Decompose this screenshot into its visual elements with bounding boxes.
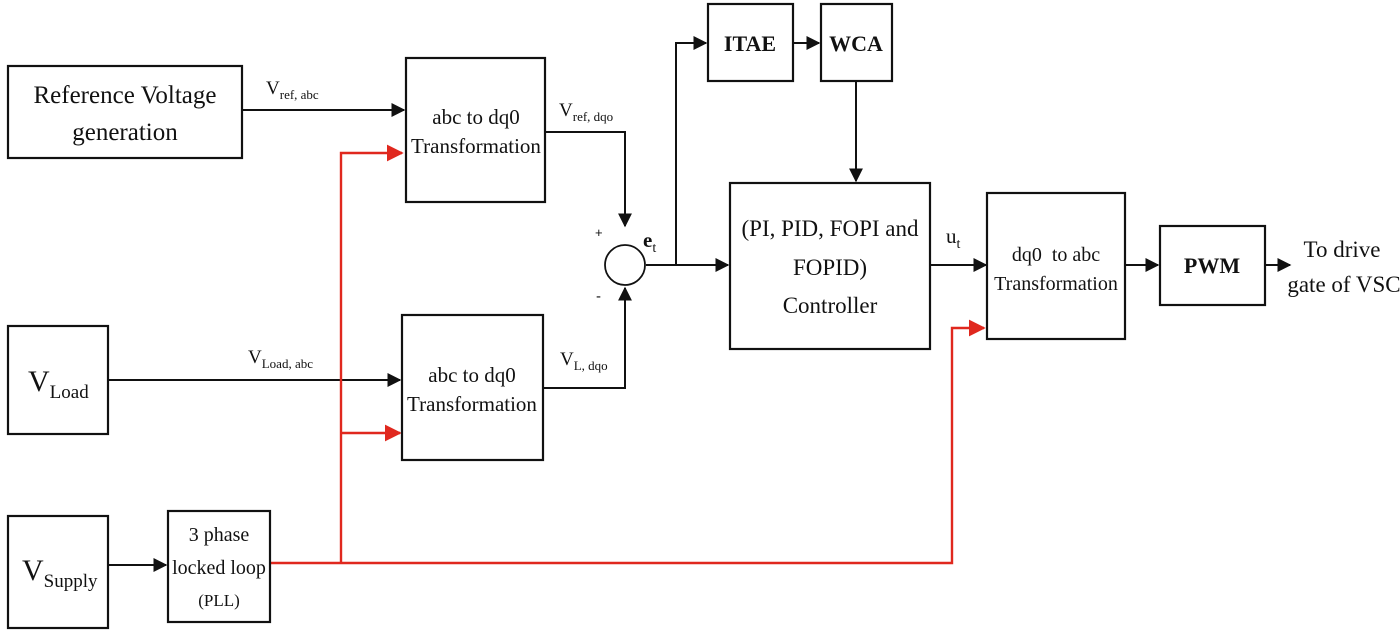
signal-wires (108, 36, 1292, 572)
reference-voltage-block: Reference Voltage generation (6, 64, 244, 160)
pwm-block: PWM (1158, 224, 1267, 307)
dq0-abc-label-line2: Transformation (994, 273, 1118, 295)
output-text: To drive gate of VSC (1287, 237, 1400, 297)
dq0-abc-label-line1: dq0 to abc (1012, 244, 1100, 266)
wire-pll-to-dq0abc (270, 319, 986, 565)
wire-pll-trunk (339, 144, 404, 563)
wire-error-to-itae (675, 36, 708, 265)
summing-junction: + - (595, 225, 646, 305)
controller-block: (PI, PID, FOPI and FOPID) Controller (728, 181, 932, 351)
v-load-block: VLoad (6, 324, 110, 436)
abc-dq0-ref-label-line2: Transformation (411, 134, 541, 158)
v-load-label: VLoad (28, 365, 89, 403)
pll-phase-wires (270, 144, 986, 565)
vl-dqo-subscript: L, dqo (574, 358, 608, 373)
v-supply-label: VSupply (22, 554, 98, 592)
error-signal-label: et (643, 228, 656, 256)
wire-vref-dqo (545, 131, 632, 228)
pll-label-line3: (PLL) (198, 591, 240, 610)
reference-voltage-label-line2: generation (72, 119, 178, 146)
reference-voltage-label-line1: Reference Voltage (33, 82, 216, 109)
minus-sign: - (596, 288, 601, 305)
vload-abc-subscript: Load, abc (262, 356, 313, 371)
vref-dqo-label: Vref, dqo (559, 100, 613, 124)
vload-abc-label: VLoad, abc (248, 347, 313, 371)
controller-label-line2: FOPID) (793, 255, 867, 280)
wire-vl-dqo (543, 286, 632, 389)
pll-label-line1: 3 phase (189, 524, 250, 546)
itae-block: ITAE (706, 2, 795, 83)
wca-block: WCA (819, 2, 894, 83)
v-supply-subscript: Supply (44, 571, 98, 592)
abc-dq0-ref-label-line1: abc to dq0 (432, 105, 519, 129)
v-load-subscript: Load (50, 382, 90, 403)
abc-dq0-load-label-line2: Transformation (407, 392, 537, 416)
vl-dqo-label: VL, dqo (560, 349, 608, 373)
signal-labels: Vref, abc Vref, dqo VLoad, abc VL, dqo e… (248, 78, 961, 373)
vref-abc-subscript: ref, abc (280, 87, 319, 102)
control-signal-subscript: t (957, 237, 961, 252)
v-supply-block: VSupply (6, 514, 110, 630)
summing-junction-circle (604, 244, 646, 286)
controller-label-line3: Controller (783, 293, 878, 318)
pll-block: 3 phase locked loop (PLL) (166, 509, 272, 624)
output-label-line2: gate of VSC (1287, 272, 1400, 297)
control-signal-label: ut (946, 224, 961, 252)
wca-label: WCA (829, 31, 883, 56)
error-signal-subscript: t (652, 241, 656, 256)
abc-dq0-load-block: abc to dq0 Transformation (400, 313, 545, 462)
output-label-line1: To drive (1304, 237, 1381, 262)
vref-dqo-subscript: ref, dqo (573, 109, 613, 124)
pwm-label: PWM (1184, 253, 1240, 278)
vref-abc-label: Vref, abc (266, 78, 319, 102)
itae-label: ITAE (724, 31, 776, 56)
dq0-abc-block: dq0 to abc Transformation (985, 191, 1127, 341)
abc-dq0-load-label-line1: abc to dq0 (428, 363, 515, 387)
plus-sign: + (595, 225, 603, 240)
abc-dq0-ref-block: abc to dq0 Transformation (404, 56, 547, 204)
controller-label-line1: (PI, PID, FOPI and (742, 216, 919, 241)
pll-label-line2: locked loop (172, 557, 266, 579)
